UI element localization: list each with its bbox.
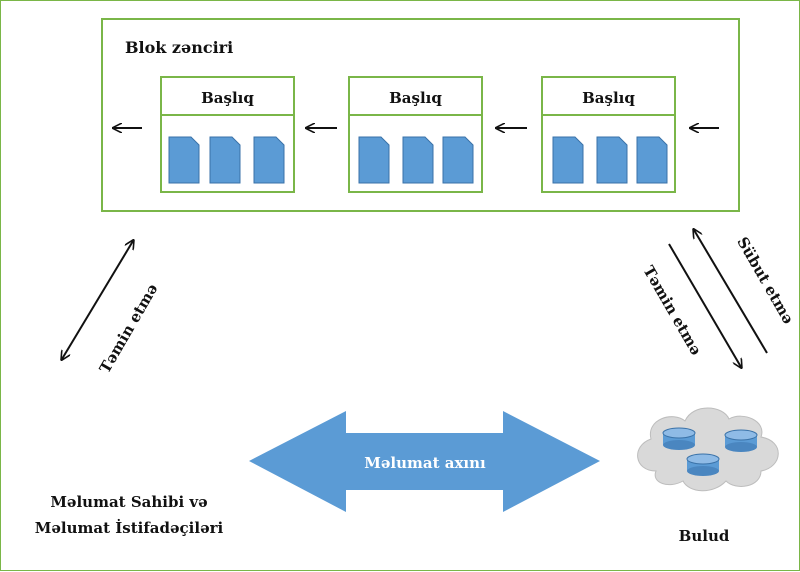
cloud-shape xyxy=(637,407,779,492)
block-3-document-icon-2 xyxy=(596,136,628,184)
block-1-document-icon-2 xyxy=(209,136,241,184)
left-link-label: Təmin etmə xyxy=(96,281,162,377)
data-flow-label: Məlumat axını xyxy=(364,454,486,472)
right-down-arrow-icon xyxy=(668,243,741,367)
right-provide-label: Təmin etmə xyxy=(639,263,705,359)
block-3-document-icon-3 xyxy=(636,136,668,184)
block-2-document-icon-1 xyxy=(358,136,390,184)
block-3: Başlıq xyxy=(541,76,676,193)
database-icon-1 xyxy=(662,427,696,450)
cloud-icon xyxy=(637,407,779,492)
blockchain-title: Blok zənciri xyxy=(125,38,233,57)
block-1-header: Başlıq xyxy=(201,89,254,107)
block-3-header: Başlıq xyxy=(582,89,635,107)
block-1-document-icon-3 xyxy=(253,136,285,184)
left-double-arrow-icon xyxy=(62,241,133,359)
block-1: Başlıq xyxy=(160,76,295,193)
block-2-document-icon-2 xyxy=(402,136,434,184)
database-icon-3 xyxy=(686,453,720,476)
block-1-document-icon-1 xyxy=(168,136,200,184)
block-3-document-icon-1 xyxy=(552,136,584,184)
right-up-arrow-icon xyxy=(694,230,768,354)
cloud-label: Bulud xyxy=(679,527,730,545)
block-2-header: Başlıq xyxy=(389,89,442,107)
owner-label-line2: Məlumat İstifadəçiləri xyxy=(35,518,224,537)
data-flow-double-arrow-icon xyxy=(249,411,600,512)
owner-label-line1: Məlumat Sahibi və xyxy=(50,493,207,511)
block-2: Başlıq xyxy=(348,76,483,193)
block-2-document-icon-3 xyxy=(442,136,474,184)
database-icon-2 xyxy=(724,429,758,452)
